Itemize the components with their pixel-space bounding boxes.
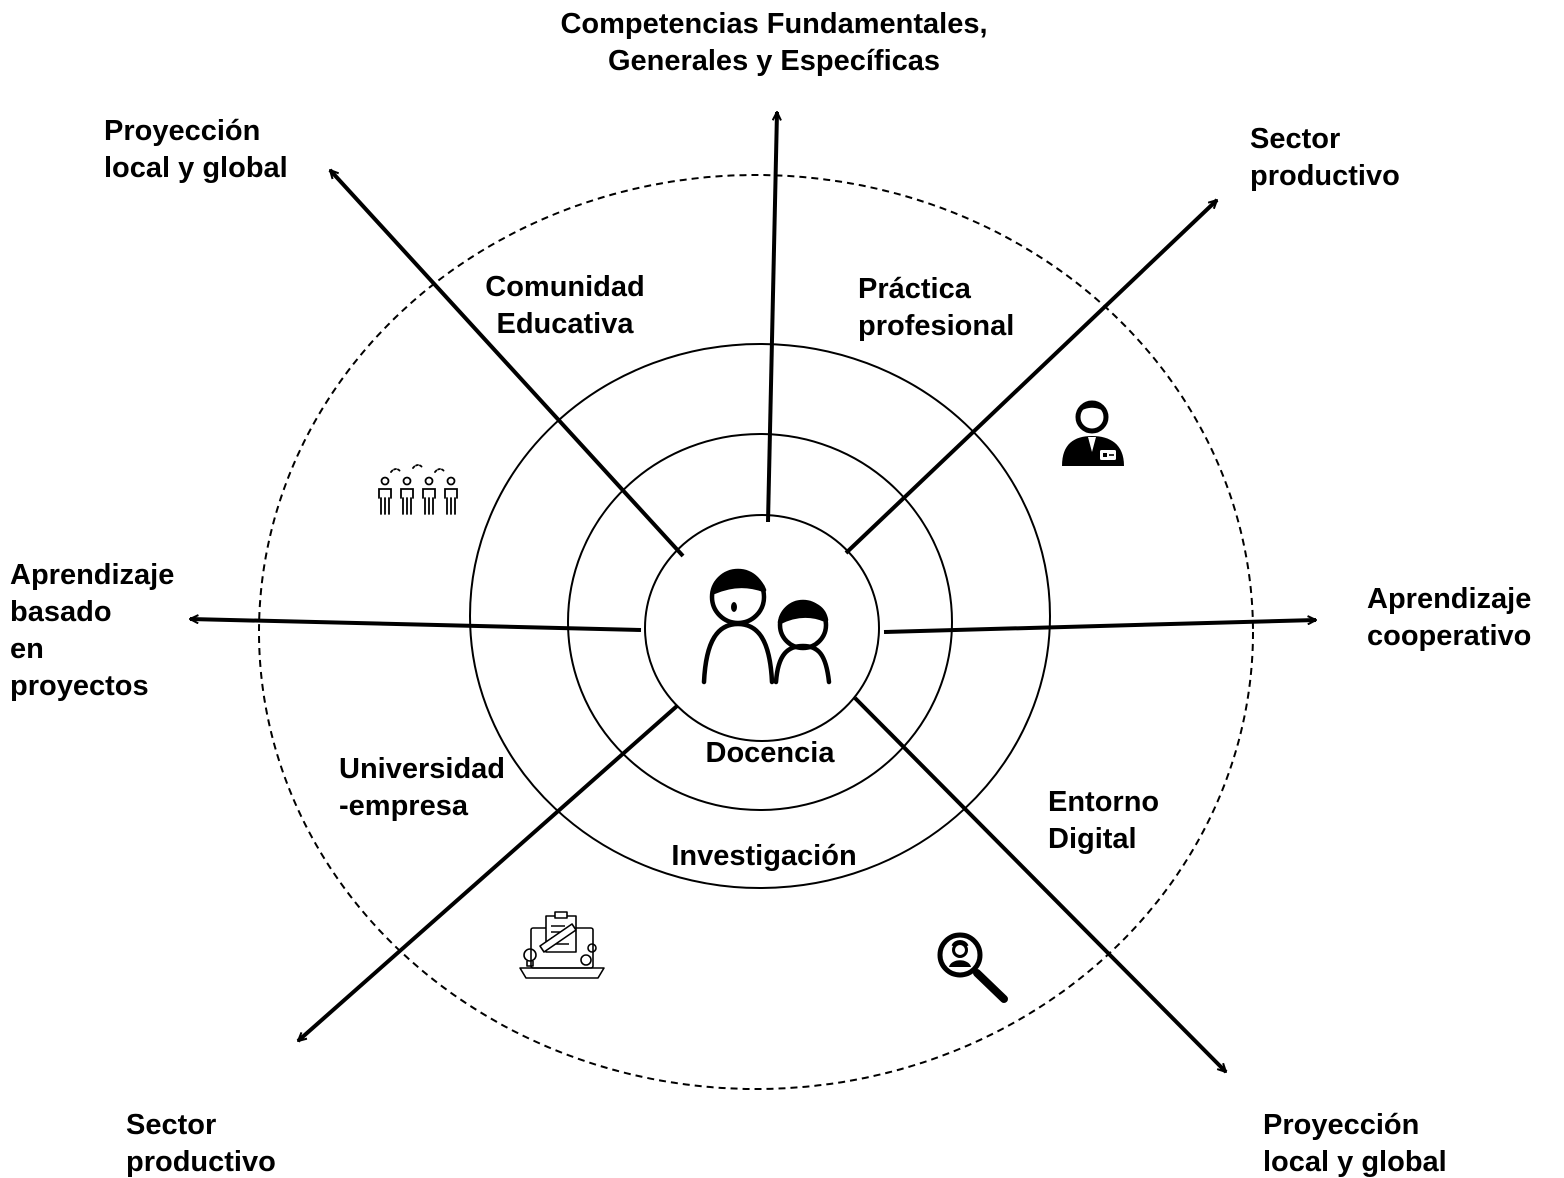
label-line: productivo	[126, 1146, 276, 1178]
label-line: profesional	[858, 310, 1015, 342]
label-top-arrow: Competencias Fundamentales, Generales y …	[538, 6, 1010, 80]
label-line: cooperativo	[1367, 620, 1532, 652]
outer-dashed-ring	[258, 174, 1254, 1090]
arrow-top-right	[844, 200, 1217, 555]
investigacion-ring	[469, 343, 1051, 889]
label-line: Aprendizaje	[1367, 583, 1532, 615]
label-line: local y global	[1263, 1146, 1447, 1178]
arrow-top-left	[330, 170, 685, 558]
label-line: basado	[10, 596, 112, 628]
docencia-ring	[567, 433, 953, 811]
label-line: Sector	[126, 1109, 217, 1141]
label-line: -empresa	[339, 790, 468, 822]
teacher-student-icon	[701, 568, 832, 685]
arrow-bottom-right	[853, 696, 1226, 1072]
laptop-project-icon	[519, 911, 605, 979]
arrow-top	[766, 112, 777, 523]
label-line: Educativa	[496, 308, 634, 340]
label-top-left-arrow: Proyección local y global	[104, 113, 288, 187]
label-comunidad-educativa: Comunidad Educativa	[465, 269, 665, 343]
arrow-bottom-left	[298, 704, 679, 1043]
label-line: local y global	[104, 152, 288, 184]
label-entorno-digital: Entorno Digital	[1048, 784, 1159, 858]
label-line: en	[10, 633, 44, 665]
label-bottom-left-arrow: Sector productivo	[126, 1107, 276, 1178]
label-line: Competencias Fundamentales,	[560, 8, 988, 40]
search-person-icon	[937, 932, 1008, 1003]
label-line: Universidad	[339, 753, 505, 785]
center-circle	[644, 514, 880, 742]
label-line: Proyección	[104, 115, 261, 147]
label-line: Entorno	[1048, 786, 1160, 818]
label-line: Comunidad	[485, 271, 645, 303]
label-right-arrow: Aprendizaje cooperativo	[1367, 581, 1531, 655]
label-practica-profesional: Práctica profesional	[858, 271, 1014, 345]
label-line: Aprendizaje	[10, 559, 175, 591]
arrow-left	[190, 619, 642, 632]
label-investigacion: Investigación	[671, 840, 857, 872]
label-line: Sector	[1250, 123, 1341, 155]
professional-badge-icon	[1062, 400, 1124, 466]
label-bottom-right-arrow: Proyección local y global	[1263, 1107, 1447, 1178]
label-line: Proyección	[1263, 1109, 1420, 1141]
community-group-icon	[378, 464, 458, 515]
label-top-right-arrow: Sector productivo	[1250, 121, 1400, 195]
label-line: proyectos	[10, 670, 149, 702]
label-universidad-empresa: Universidad -empresa	[339, 751, 505, 825]
label-line: Generales y Específicas	[607, 45, 941, 77]
label-line: productivo	[1250, 160, 1400, 192]
label-docencia: Docencia	[705, 737, 835, 769]
arrow-right	[883, 620, 1316, 634]
label-left-arrow: Aprendizaje basado en proyectos	[10, 557, 174, 705]
label-line: Digital	[1048, 823, 1137, 855]
label-line: Práctica	[858, 273, 971, 305]
